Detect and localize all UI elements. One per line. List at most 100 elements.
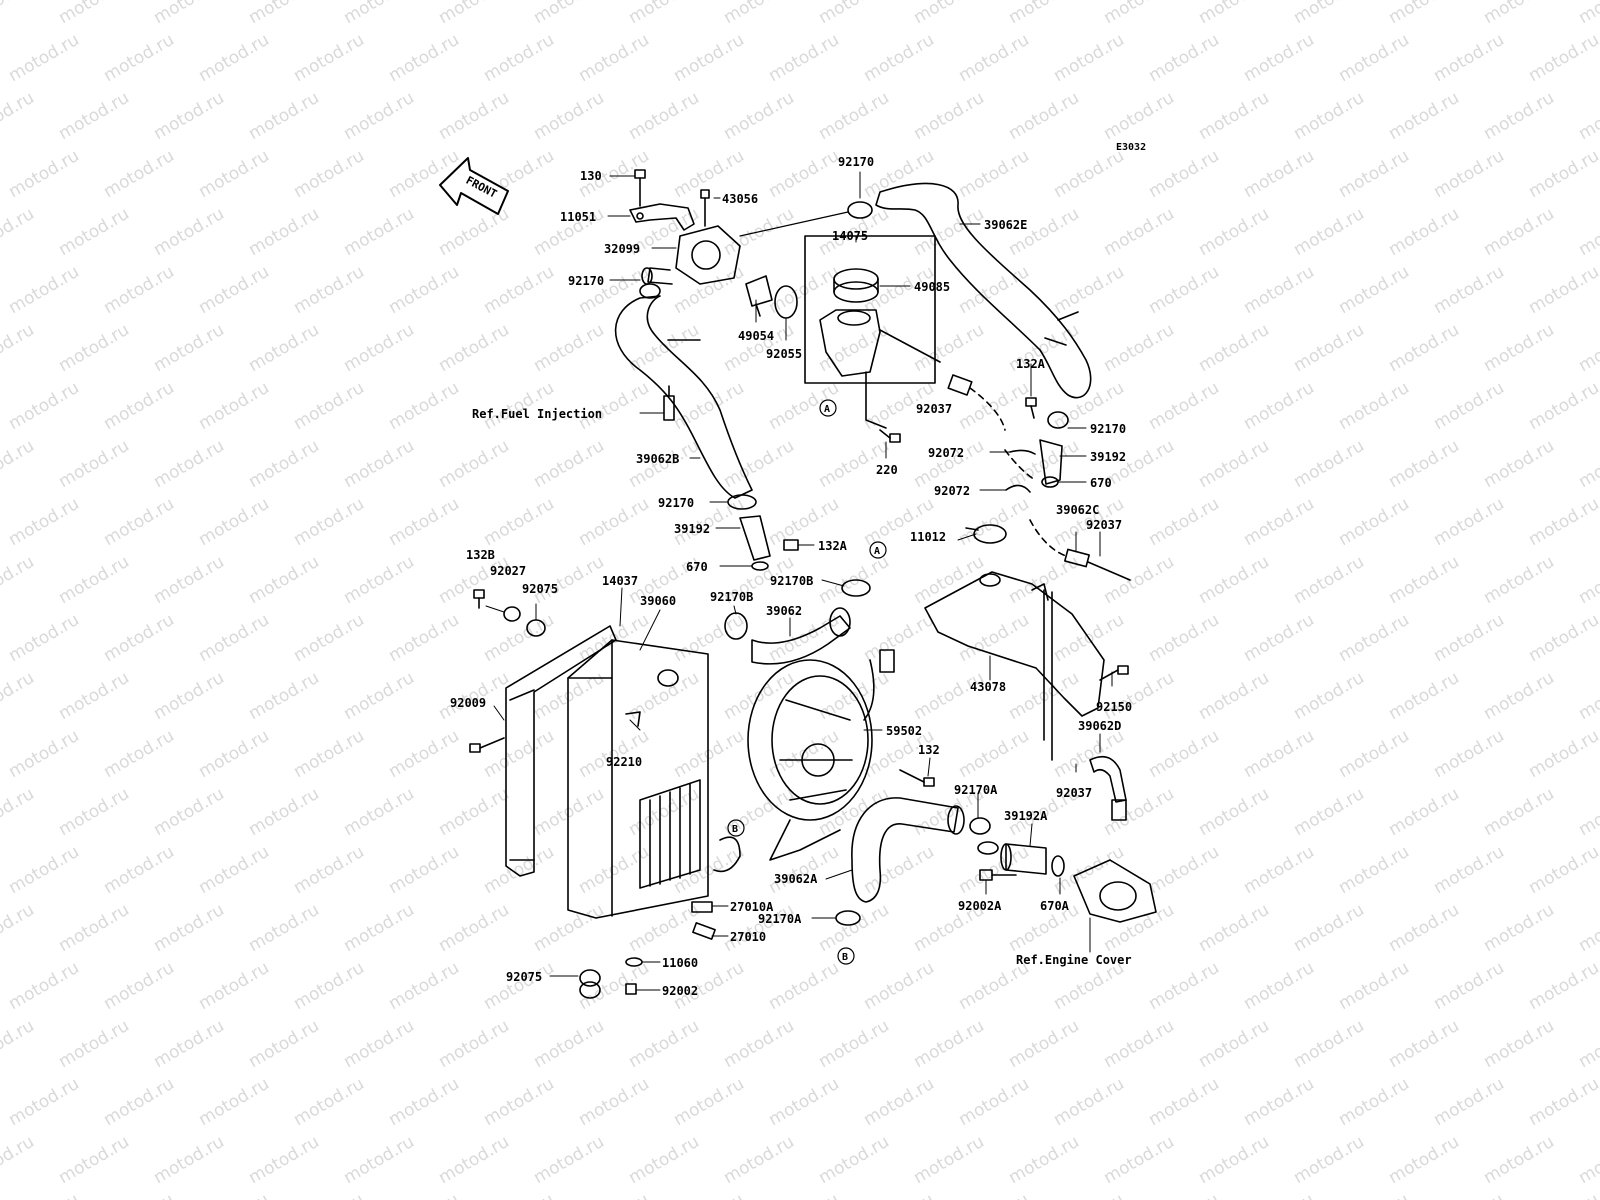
label-220: 220 (876, 463, 898, 477)
label-39062a: 39062A (774, 872, 818, 886)
label-92037-mid: 92037 (1086, 518, 1122, 532)
label-ref-fuel: Ref.Fuel Injection (472, 407, 602, 421)
label-92009: 92009 (450, 696, 486, 710)
clip-92210 (625, 711, 641, 727)
bypass-hose-group (947, 374, 1131, 581)
pipe-39192a (977, 841, 1065, 881)
thermostat-49054 (745, 275, 773, 317)
label-92075-top: 92075 (522, 582, 558, 596)
bolt-92009 (469, 737, 505, 753)
label-670a: 670A (1040, 899, 1070, 913)
label-39192-right: 39192 (1090, 450, 1126, 464)
label-132b: 132B (466, 548, 495, 562)
hose-39062 (751, 615, 851, 665)
label-670-mid: 670 (686, 560, 708, 574)
bolt-132b (473, 589, 485, 609)
label-11060: 11060 (662, 956, 698, 970)
label-92170b-b: 92170B (710, 590, 753, 604)
label-132a-mid: 132A (818, 539, 848, 553)
label-27010: 27010 (730, 930, 766, 944)
label-92170b-a: 92170B (770, 574, 813, 588)
grommet-92075-bottom (579, 969, 601, 999)
label-39062b: 39062B (636, 452, 679, 466)
radiator-39060 (567, 639, 741, 919)
fitting-39192-mid (739, 515, 799, 571)
bolt-92002 (625, 983, 637, 995)
sensor-27010a (691, 901, 713, 913)
label-39062c: 39062C (1056, 503, 1099, 517)
label-92027: 92027 (490, 564, 526, 578)
label-27010a: 27010A (730, 900, 774, 914)
label-43056: 43056 (722, 192, 758, 206)
label-43078: 43078 (970, 680, 1006, 694)
callout-a-2-label: A (874, 546, 880, 557)
label-92072-b: 92072 (934, 484, 970, 498)
callout-a-1-label: A (824, 404, 830, 415)
washer-11060 (625, 957, 643, 967)
label-670-right: 670 (1090, 476, 1112, 490)
radiator-guard-14037 (505, 625, 617, 877)
label-39062e: 39062E (984, 218, 1027, 232)
filler-neck (804, 235, 941, 429)
label-92170a-a: 92170A (954, 783, 998, 797)
label-130: 130 (580, 169, 602, 183)
bolt-132 (899, 769, 935, 787)
label-92055: 92055 (766, 347, 802, 361)
callout-a-2 (869, 541, 887, 559)
bolt-132a-top (1025, 397, 1037, 419)
callout-b-1-label: B (732, 824, 738, 835)
label-diagram-code: E3032 (1116, 142, 1146, 153)
label-14037: 14037 (602, 574, 638, 588)
label-39192a: 39192A (1004, 809, 1048, 823)
label-ref-engine: Ref.Engine Cover (1016, 953, 1132, 967)
label-92170-left: 92170 (568, 274, 604, 288)
label-11012: 11012 (910, 530, 946, 544)
label-132a-top: 132A (1016, 357, 1046, 371)
label-32099: 32099 (604, 242, 640, 256)
label-92002: 92002 (662, 984, 698, 998)
grommet-92075 (526, 619, 546, 637)
label-132: 132 (918, 743, 940, 757)
label-92170a-b: 92170A (758, 912, 802, 926)
upper-hose-39062e (875, 182, 1092, 399)
engine-cover (1073, 859, 1157, 923)
thermostat-housing (641, 225, 741, 285)
bleeder-43056 (700, 189, 710, 227)
hose-39062a (851, 797, 959, 903)
callout-a-1 (819, 399, 837, 417)
reservoir-tank-43078 (924, 524, 1105, 761)
callout-b-2-label: B (842, 952, 848, 963)
label-39062d: 39062D (1078, 719, 1121, 733)
fan-59502 (747, 649, 895, 861)
label-92170-top: 92170 (838, 155, 874, 169)
label-49054: 49054 (738, 329, 774, 343)
label-92170-right: 92170 (1090, 422, 1126, 436)
label-11051: 11051 (560, 210, 596, 224)
label-92210: 92210 (606, 755, 642, 769)
label-92002a: 92002A (958, 899, 1002, 913)
label-92170-mid: 92170 (658, 496, 694, 510)
label-49085: 49085 (914, 280, 950, 294)
o-ring-92055 (774, 285, 798, 319)
label-39062: 39062 (766, 604, 802, 618)
sensor-27010 (692, 922, 716, 940)
part-labels: E3032 130 43056 11051 92170 39062E 32099… (450, 142, 1146, 998)
clamp-92170a (969, 817, 991, 835)
clamp-92170-top (847, 201, 873, 219)
hose-39062b (614, 295, 753, 499)
bracket-11051 (629, 203, 695, 231)
label-92037-top: 92037 (916, 402, 952, 416)
hose-39062d (1089, 755, 1127, 803)
label-92150: 92150 (1096, 700, 1132, 714)
fuel-injection-sensor (663, 385, 675, 421)
callout-b-1 (727, 819, 745, 837)
label-39060: 39060 (640, 594, 676, 608)
label-39192-mid: 39192 (674, 522, 710, 536)
bolt-92150 (1099, 665, 1129, 681)
label-92075-bot: 92075 (506, 970, 542, 984)
label-14075: 14075 (832, 229, 868, 243)
grommet-92027 (503, 606, 521, 622)
label-59502: 59502 (886, 724, 922, 738)
leader-lines (485, 171, 1113, 991)
